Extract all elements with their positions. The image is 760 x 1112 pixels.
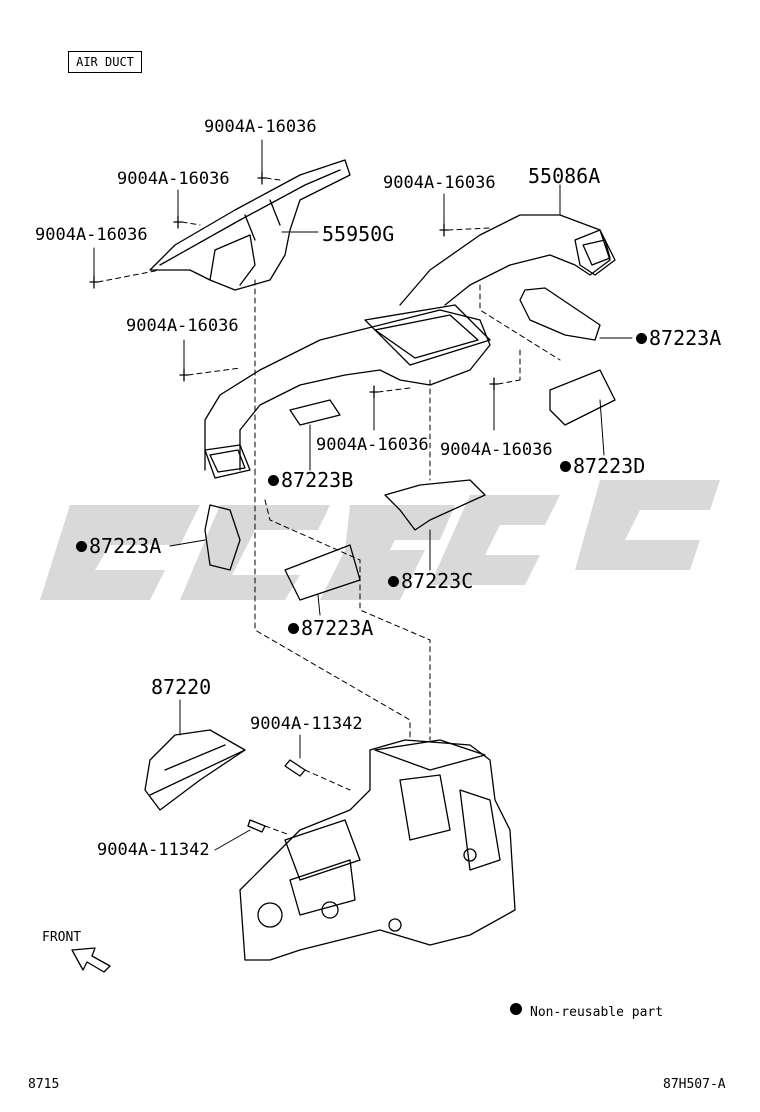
seal-87223a-left-text: 87223A — [89, 534, 162, 558]
label-seal-87223c: 87223C — [388, 570, 473, 592]
non-reusable-dot-icon — [268, 475, 279, 486]
label-seal-87223a-left: 87223A — [76, 535, 161, 557]
label-screw-b: 9004A-11342 — [97, 840, 210, 860]
label-bolt-g: 9004A-16036 — [440, 440, 553, 460]
non-reusable-dot-icon — [288, 623, 299, 634]
front-arrow-icon — [71, 947, 111, 973]
legend-text: Non-reusable part — [530, 1005, 664, 1020]
label-seal-87223d: 87223D — [560, 455, 645, 477]
vent-bracket-55950g — [149, 159, 351, 291]
seal-87223d-text: 87223D — [573, 454, 646, 478]
bolt-icons — [89, 171, 499, 833]
heater-unit — [239, 739, 516, 961]
label-seal-87223a-bottom: 87223A — [288, 617, 373, 639]
label-bolt-e: 9004A-16036 — [126, 316, 239, 336]
label-duct-55086a: 55086A — [528, 164, 601, 188]
non-reusable-dot-icon — [76, 541, 87, 552]
label-seal-87223a-right: 87223A — [636, 327, 721, 349]
label-bolt-a: 9004A-16036 — [204, 117, 317, 137]
footer-right: 87H507-A — [663, 1077, 726, 1092]
seal-87223a-right-text: 87223A — [649, 326, 722, 350]
label-bolt-c: 9004A-16036 — [35, 225, 148, 245]
non-reusable-dot-icon — [388, 576, 399, 587]
label-screw-a: 9004A-11342 — [250, 714, 363, 734]
seal-87223a-bottom-text: 87223A — [301, 616, 374, 640]
duct-55086a — [399, 214, 616, 306]
seal-87223d — [549, 369, 616, 426]
leader-lines — [93, 139, 633, 851]
seal-87223b-text: 87223B — [281, 468, 354, 492]
non-reusable-dot-icon — [560, 461, 571, 472]
label-bolt-b: 9004A-16036 — [117, 169, 230, 189]
label-seal-87223b: 87223B — [268, 469, 353, 491]
main-center-duct — [204, 304, 491, 479]
legend-dot-icon — [510, 1003, 522, 1015]
footer-left: 8715 — [28, 1077, 60, 1092]
label-bolt-d: 9004A-16036 — [383, 173, 496, 193]
legend: Non-reusable part — [510, 1003, 663, 1021]
seal-87223b — [289, 399, 341, 426]
label-duct-87220: 87220 — [151, 675, 212, 699]
seal-87223a-right — [519, 287, 601, 341]
watermark-logo — [40, 480, 720, 600]
label-duct-55950g: 55950G — [322, 222, 395, 246]
seal-87223c-text: 87223C — [401, 569, 474, 593]
lower-duct-87220 — [144, 729, 246, 811]
seal-87223a-left — [204, 504, 241, 571]
front-label: FRONT — [42, 930, 82, 945]
label-bolt-f: 9004A-16036 — [316, 435, 429, 455]
dashed-guides — [97, 177, 561, 836]
seal-87223c — [384, 479, 486, 531]
section-title: AIR DUCT — [68, 51, 142, 73]
non-reusable-dot-icon — [636, 333, 647, 344]
